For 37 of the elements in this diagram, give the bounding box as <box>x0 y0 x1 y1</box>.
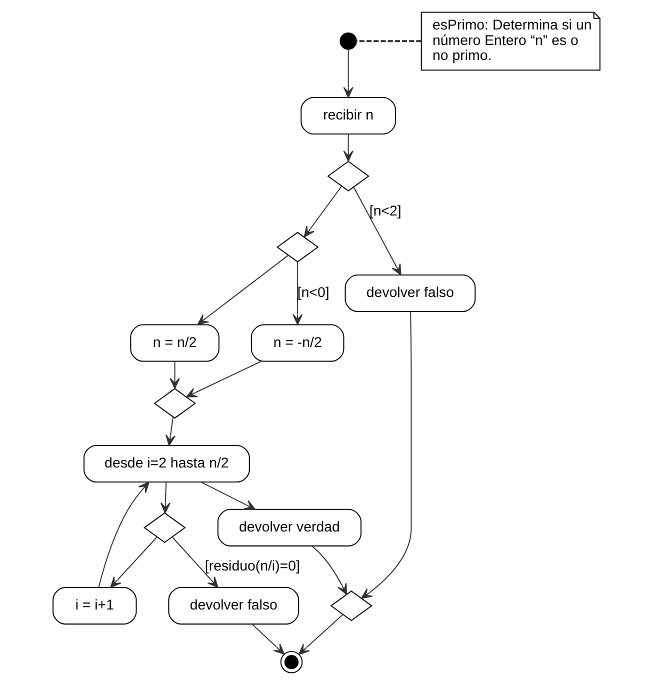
arrow <box>200 482 256 510</box>
edge-label: [n<2] <box>368 203 401 220</box>
node-box: recibir n <box>300 96 396 134</box>
node-circle <box>339 32 356 50</box>
arrow <box>171 536 218 588</box>
node-diamond <box>153 388 196 419</box>
edge-label: [residuo(n/i)=0] <box>204 558 300 574</box>
node-diamond <box>143 512 186 543</box>
node-box: n = n/2 <box>130 324 219 362</box>
arrow <box>110 536 157 588</box>
arrow <box>185 360 261 398</box>
node-box: devolver verdad <box>216 508 361 546</box>
arrow <box>360 312 412 599</box>
arrow <box>98 482 149 588</box>
arrow <box>303 186 342 238</box>
node-diamond <box>330 590 372 622</box>
node-box: i = i+1 <box>52 587 136 625</box>
connector <box>356 40 421 42</box>
arrow <box>298 614 343 655</box>
node-box: n = -n/2 <box>250 324 344 362</box>
arrow <box>164 416 176 446</box>
arrow <box>342 49 353 98</box>
node-box: desde i=2 hasta n/2 <box>83 444 250 483</box>
arrow <box>292 262 302 326</box>
node-diamond <box>276 232 318 262</box>
node-diamond <box>326 160 369 192</box>
arrow <box>251 624 284 655</box>
node-box: devolver falso <box>168 587 299 625</box>
edge-label: [n<0] <box>296 285 329 302</box>
arrow <box>352 187 401 276</box>
node-box: devolver falso <box>344 274 476 312</box>
arrow <box>196 254 288 325</box>
arrow <box>169 362 180 389</box>
arrow <box>311 546 347 595</box>
arrow <box>342 134 353 162</box>
arrow <box>160 482 170 514</box>
node-bullseye <box>280 650 302 674</box>
